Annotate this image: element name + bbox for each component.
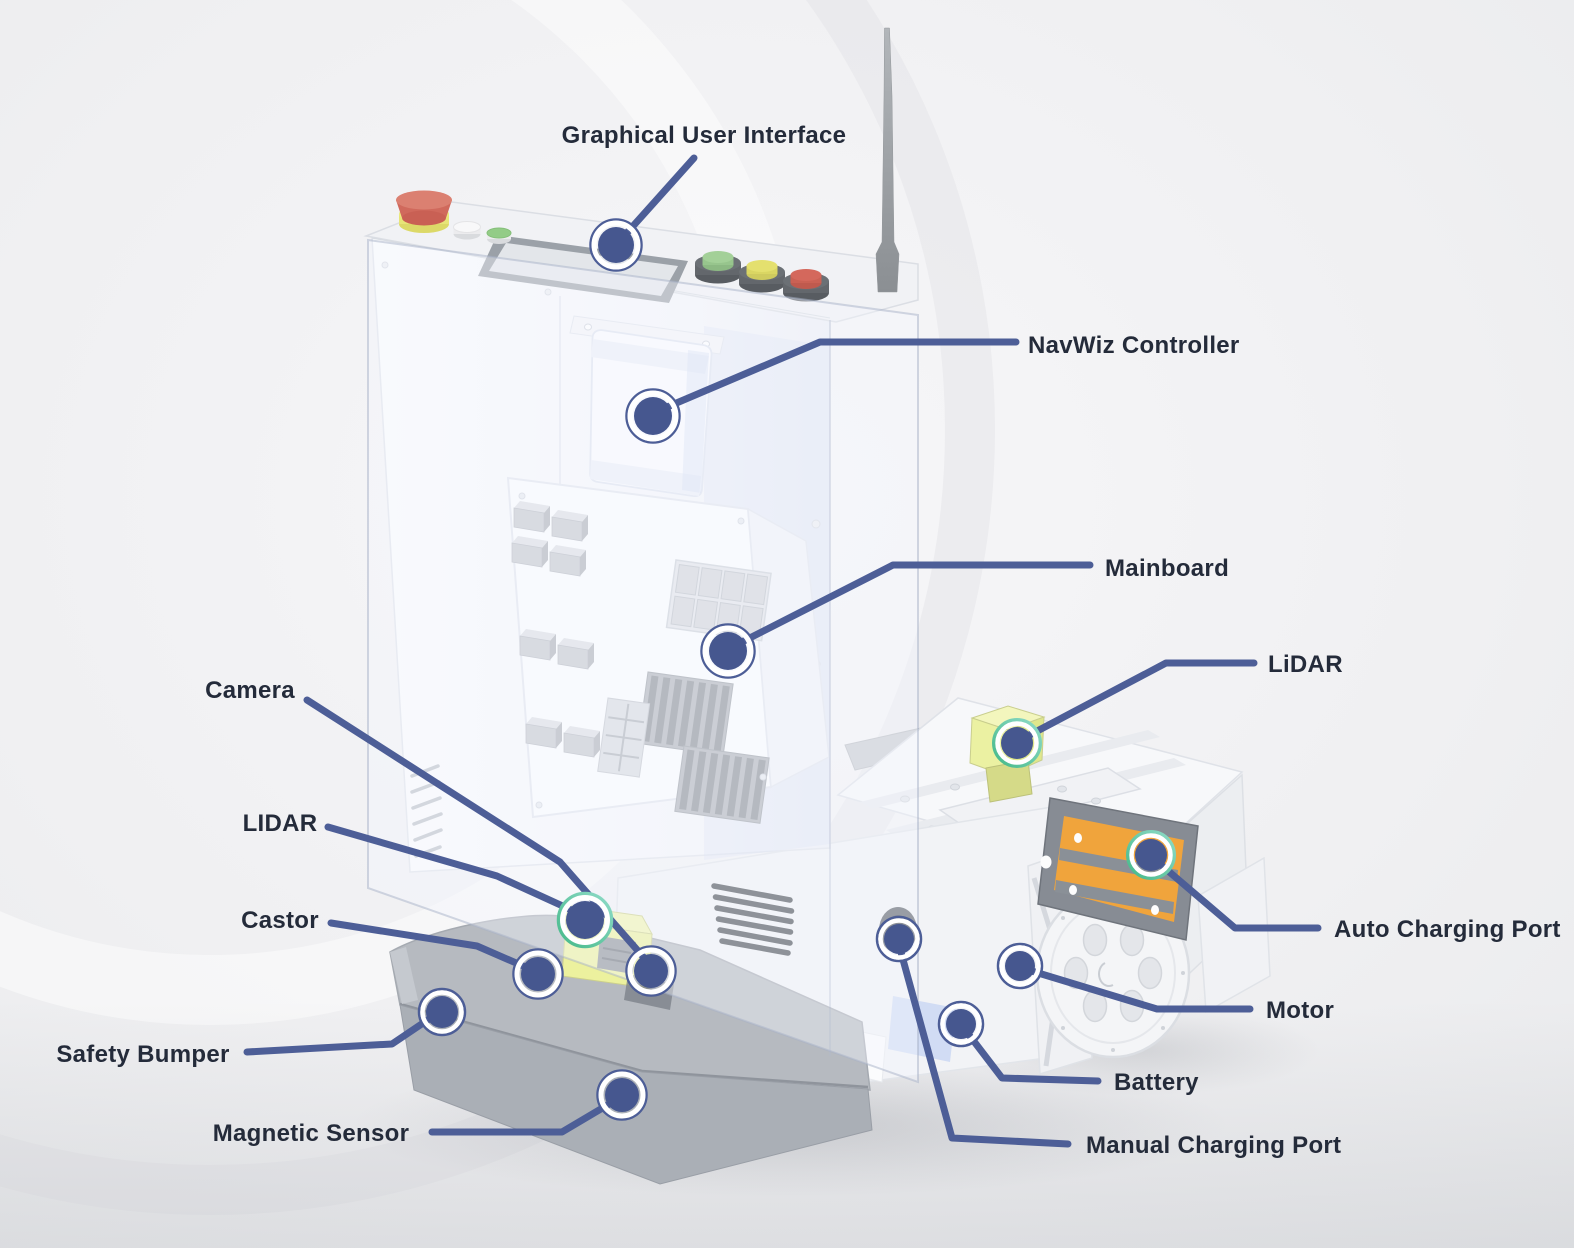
panel-button-green-small xyxy=(486,227,512,244)
callout-line-mainboard xyxy=(732,561,1094,649)
label-castor: Castor xyxy=(241,907,319,934)
callout-line-camera xyxy=(303,696,650,964)
mainboard-part xyxy=(506,476,830,824)
label-safety-bumper: Safety Bumper xyxy=(56,1041,229,1068)
speaker-grille xyxy=(711,883,795,956)
callout-line-navwiz-controller xyxy=(656,338,1020,414)
callout-dot-castor xyxy=(512,948,564,1000)
transparent-cover xyxy=(367,238,919,1084)
emergency-stop-button xyxy=(396,190,452,233)
callout-dot-navwiz-controller xyxy=(625,388,681,444)
callout-dot-motor xyxy=(996,942,1044,990)
wheel-holes xyxy=(1063,923,1163,1023)
panel-button-yellow xyxy=(739,260,785,293)
label-manual-charging-port: Manual Charging Port xyxy=(1086,1132,1341,1159)
mainboard-connectors xyxy=(511,501,600,758)
callout-dot-camera xyxy=(625,945,677,997)
label-mainboard: Mainboard xyxy=(1105,555,1229,582)
callout-dot-mainboard xyxy=(700,623,756,679)
callout-line-graphical-user-interface xyxy=(621,154,698,239)
label-motor: Motor xyxy=(1266,997,1334,1024)
panel-button-white xyxy=(453,221,481,240)
callout-line-safety-bumper xyxy=(243,1011,439,1056)
panel-button-red xyxy=(783,269,829,302)
panel-button-green xyxy=(695,251,741,284)
callout-line-battery xyxy=(959,1023,1102,1085)
callout-dot-lidar-front xyxy=(556,891,614,949)
callout-line-castor xyxy=(327,919,534,973)
callout-dot-magnetic-sensor xyxy=(596,1069,648,1121)
antenna xyxy=(875,27,900,293)
wheel-support xyxy=(1197,856,1271,1014)
label-camera: Camera xyxy=(205,677,295,704)
label-battery: Battery xyxy=(1114,1069,1199,1096)
label-navwiz-controller: NavWiz Controller xyxy=(1028,332,1240,359)
connector-grid xyxy=(597,697,651,778)
callout-dot-auto-charging-port xyxy=(1126,830,1176,880)
label-magnetic-sensor: Magnetic Sensor xyxy=(213,1120,410,1147)
label-graphical-user-interface: Graphical User Interface xyxy=(562,122,847,149)
label-lidar-rear: LiDAR xyxy=(1268,651,1343,678)
callout-line-lidar-rear xyxy=(1020,659,1258,742)
label-auto-charging-port: Auto Charging Port xyxy=(1334,916,1561,943)
callout-line-auto-charging-port xyxy=(1149,854,1322,932)
heatsink-fins xyxy=(674,745,770,824)
label-lidar-front: LIDAR xyxy=(243,810,318,837)
callouts: Graphical User Interface NavWiz Controll… xyxy=(56,122,1560,1159)
callout-dot-manual-charging-port xyxy=(875,915,923,963)
callout-dot-graphical-user-interface xyxy=(589,218,643,272)
callout-dot-lidar-rear xyxy=(992,718,1042,768)
callout-dot-battery xyxy=(937,1000,985,1048)
callout-dot-safety-bumper xyxy=(417,987,467,1037)
callout-line-lidar-front xyxy=(324,823,582,917)
mainboard-screws xyxy=(518,492,767,809)
callout-line-magnetic-sensor xyxy=(428,1096,620,1136)
callout-line-motor xyxy=(1021,965,1254,1013)
callout-line-manual-charging-port xyxy=(895,941,1072,1148)
